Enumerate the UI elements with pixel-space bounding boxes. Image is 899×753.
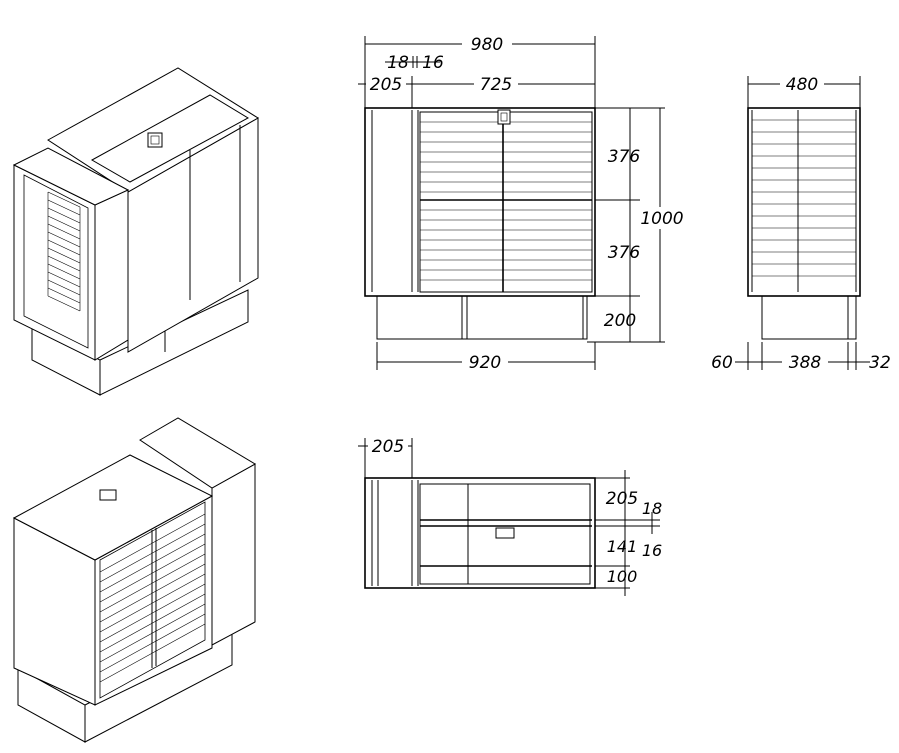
dim-top-right-205: 205	[606, 489, 638, 509]
dim-depth: 480	[786, 75, 818, 95]
dim-top-right-141: 141	[607, 537, 638, 556]
top-view: 205 205 18 141 16 100	[358, 436, 662, 596]
dim-base-width: 920	[469, 353, 501, 373]
side-view: 480 60 388 32	[711, 74, 891, 373]
dim-lower-height: 376	[608, 243, 641, 263]
dim-top-right-100: 100	[607, 567, 638, 586]
dim-offset-18: 18	[387, 53, 409, 73]
isometric-view-rear	[12, 417, 256, 743]
dim-total-height: 1000	[640, 209, 683, 229]
dim-base-depth: 388	[789, 353, 822, 373]
dim-top-right-16: 16	[642, 541, 662, 560]
dim-left-offset: 60	[711, 353, 733, 373]
dim-upper-height: 376	[608, 147, 641, 167]
dim-inner-width: 725	[480, 75, 512, 95]
dim-top-right-18: 18	[642, 499, 662, 518]
isometric-view-front	[12, 67, 259, 396]
dim-top-left-section: 205	[372, 437, 404, 457]
dim-left-section: 205	[370, 75, 402, 95]
dim-base-height: 200	[604, 311, 636, 331]
dim-offset-16: 16	[422, 53, 444, 73]
dim-right-offset: 32	[869, 353, 891, 373]
front-view: 980 18 16 205 725 376 376 200 1000 920	[358, 34, 684, 373]
dim-overall-width: 980	[471, 35, 503, 55]
